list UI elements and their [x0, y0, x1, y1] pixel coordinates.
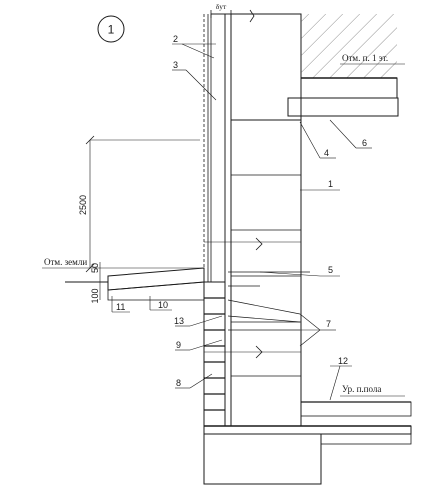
blind-area	[70, 267, 205, 301]
floor1-level-label: Отм. п. 1 эт.	[342, 53, 388, 63]
callout-5: 5	[328, 265, 333, 275]
dim-50: 50	[90, 263, 100, 273]
floor-level-label: Ур. п.пола	[342, 384, 381, 394]
callout-11: 11	[116, 302, 125, 312]
callouts: 1 2 3 4 6 5 7 8 9 1	[111, 34, 372, 401]
floor-construction	[203, 401, 412, 435]
floor1-level-mark: Отм. п. 1 эт.	[340, 53, 405, 65]
ground-level-label: Отм. земли	[44, 257, 87, 267]
callout-8: 8	[176, 378, 181, 388]
callout-13: 13	[174, 316, 184, 326]
dim-plinth: 2500	[78, 135, 200, 273]
anchors	[227, 271, 310, 331]
dim-2500: 2500	[78, 195, 88, 215]
callout-9: 9	[176, 340, 181, 350]
thickness-dim: δут	[210, 2, 232, 18]
thickness-label: δут	[216, 2, 227, 11]
callout-1: 1	[328, 179, 333, 189]
callout-7: 7	[326, 319, 331, 329]
ground-level-mark: Отм. земли 50 100	[42, 257, 204, 304]
break-marks	[204, 9, 301, 359]
sheet-number: 1	[108, 23, 115, 37]
floor-level-mark: Ур. п.пола	[340, 384, 405, 397]
wall-upper	[230, 13, 397, 121]
callout-12: 12	[338, 356, 348, 366]
dim-100: 100	[90, 288, 100, 303]
insulation-layer	[203, 13, 232, 427]
callout-3: 3	[173, 60, 178, 70]
foundation	[203, 433, 412, 485]
callout-4: 4	[324, 148, 329, 158]
callout-10: 10	[158, 300, 168, 310]
callout-6: 6	[362, 138, 367, 148]
sheet-number-badge: 1	[97, 15, 125, 43]
callout-2: 2	[173, 34, 178, 44]
floor-slab-1	[287, 77, 399, 117]
plinth-tiles	[203, 281, 226, 427]
block-wall	[230, 119, 302, 427]
